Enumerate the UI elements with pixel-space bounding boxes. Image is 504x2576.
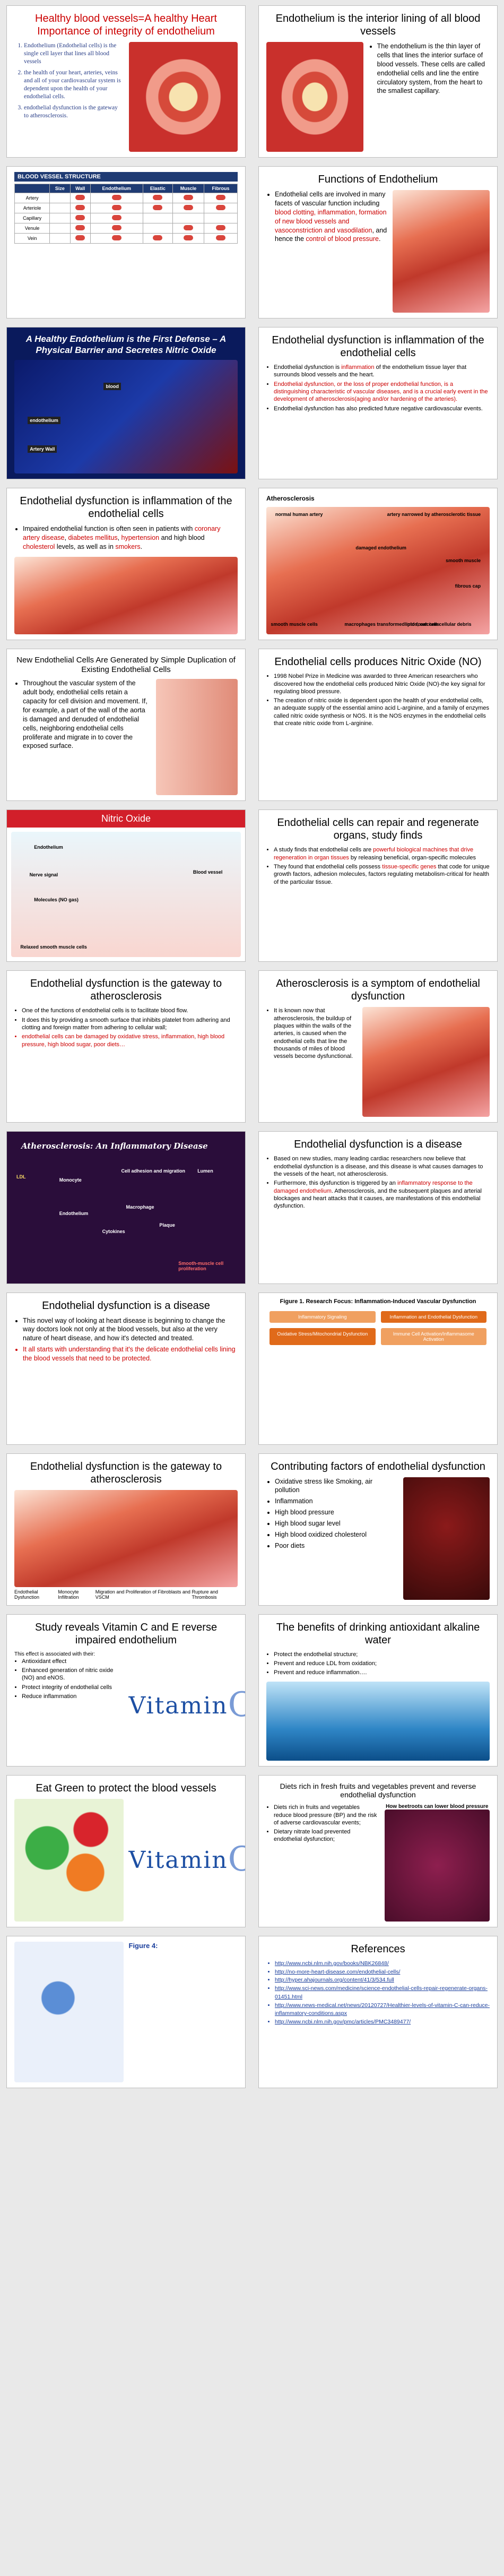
slide-title: Endothelial dysfunction is inflammation … — [20, 495, 232, 520]
inflammatory-disease-diagram: Atherosclerosis: An Inflammatory Disease… — [7, 1132, 245, 1283]
slide-13: Endothelial dysfunction is the gateway t… — [6, 970, 246, 1123]
slide-title: Endothelial cells can repair and regener… — [277, 817, 479, 842]
slide-1: Healthy blood vessels=A healthy Heart Im… — [6, 5, 246, 158]
slide-10: Endothelial cells produces Nitric Oxide … — [258, 649, 498, 802]
slide-title: Diets rich in fresh fruits and vegetable… — [280, 1781, 476, 1799]
slide-17: Endothelial dysfunction is a disease Thi… — [6, 1292, 246, 1445]
reference-link[interactable]: http://no-more-heart-disease.com/endothe… — [275, 1968, 490, 1977]
slide-23: Eat Green to protect the blood vessels V… — [6, 1774, 246, 1927]
slide-8: Atherosclerosis normal human artery arte… — [258, 488, 498, 641]
slide-26: References http://www.ncbi.nlm.nih.gov/b… — [258, 1935, 498, 2088]
endothelial-cells-image — [155, 679, 238, 796]
slide-title: Endothelial dysfunction is the gateway t… — [30, 978, 222, 1003]
lungs-smoking-image — [403, 1477, 490, 1600]
slide-24: Diets rich in fresh fruits and vegetable… — [258, 1774, 498, 1927]
endothelium-diagram — [393, 190, 490, 313]
research-focus-diagram: Inflammatory Signaling Inflammation and … — [266, 1308, 490, 1348]
slide-6: Endothelial dysfunction is inflammation … — [258, 327, 498, 480]
reference-link[interactable]: http://hyper.ahajournals.org/content/41/… — [275, 1976, 490, 1985]
slide-19: Endothelial dysfunction is the gateway t… — [6, 1453, 246, 1606]
slide-title: Endothelium is the interior lining of al… — [275, 13, 481, 37]
figure-title: Figure 1. Research Focus: Inflammation-I… — [280, 1298, 476, 1305]
slide-22: The benefits of drinking antioxidant alk… — [258, 1614, 498, 1767]
pathway-diagram — [14, 1941, 124, 2082]
slide-21: Study reveals Vitamin C and E reverse im… — [6, 1614, 246, 1767]
slide-title: Atherosclerosis is a symptom of endothel… — [276, 978, 480, 1003]
slide-18: Figure 1. Research Focus: Inflammation-I… — [258, 1292, 498, 1445]
endothelium-barrier-illustration: blood endothelium Artery Wall — [14, 359, 238, 474]
water-splash-image — [266, 1681, 490, 1761]
slide-11: Nitric Oxide Endothelium Nerve signal Mo… — [6, 809, 246, 962]
slide-4: Functions of Endothelium Endothelial cel… — [258, 166, 498, 319]
slide-title: Endothelial dysfunction is the gateway t… — [30, 1460, 222, 1485]
slide-title: Eat Green to protect the blood vessels — [36, 1782, 216, 1794]
slide-14: Atherosclerosis is a symptom of endothel… — [258, 970, 498, 1123]
numbered-list: Endothelium (Endothelial cells) is the s… — [14, 42, 124, 119]
reference-list: http://www.ncbi.nlm.nih.gov/books/NBK268… — [266, 1960, 490, 2027]
plaque-artery-image — [362, 1007, 490, 1117]
table-heading: BLOOD VESSEL STRUCTURE — [14, 172, 238, 182]
slide-title: Endothelial dysfunction is a disease — [42, 1299, 210, 1312]
atherosclerosis-progression-diagram — [14, 1489, 238, 1587]
slide-title: Contributing factors of endothelial dysf… — [271, 1460, 485, 1472]
damaged-vessel-image — [14, 556, 238, 635]
slide-7: Endothelial dysfunction is inflammation … — [6, 488, 246, 641]
vegetables-image — [14, 1798, 124, 1922]
reference-link[interactable]: http://www.news-medical.net/news/2012072… — [275, 2002, 490, 2019]
slide-title: References — [351, 1943, 405, 1955]
reference-link[interactable]: http://www.ncbi.nlm.nih.gov/books/NBK268… — [275, 1960, 490, 1968]
slide-title: Study reveals Vitamin C and E reverse im… — [34, 1621, 218, 1646]
slide-25: Figure 4: — [6, 1935, 246, 2088]
slide-20: Contributing factors of endothelial dysf… — [258, 1453, 498, 1606]
slide-12: Endothelial cells can repair and regener… — [258, 809, 498, 962]
slide-title: New Endothelial Cells Are Generated by S… — [16, 656, 236, 675]
heart-illustration — [128, 42, 238, 152]
vessel-cross-section-image — [266, 42, 363, 152]
slide-title: A Healthy Endothelium is the First Defen… — [25, 334, 227, 355]
slide-5: A Healthy Endothelium is the First Defen… — [6, 327, 246, 480]
beetroot-image — [384, 1810, 490, 1922]
slide-title: Functions of Endothelium — [318, 174, 438, 186]
slide-2: Endothelium is the interior lining of al… — [258, 5, 498, 158]
slide-title: Healthy blood vessels=A healthy Heart Im… — [35, 13, 217, 37]
slide-16: Endothelial dysfunction is a disease Bas… — [258, 1131, 498, 1284]
reference-link[interactable]: http://www.ncbi.nlm.nih.gov/pmc/articles… — [275, 2018, 490, 2027]
slide-title: Endothelial dysfunction is inflammation … — [272, 334, 484, 359]
slide-title: Endothelial cells produces Nitric Oxide … — [274, 656, 482, 668]
nitric-oxide-diagram: Endothelium Nerve signal Molecules (NO g… — [11, 832, 241, 958]
slide-15: Atherosclerosis: An Inflammatory Disease… — [6, 1131, 246, 1284]
slide-title: Endothelial dysfunction is a disease — [294, 1139, 462, 1151]
slide-9: New Endothelial Cells Are Generated by S… — [6, 649, 246, 802]
atherosclerosis-diagram: normal human artery artery narrowed by a… — [266, 506, 490, 635]
reference-link[interactable]: http://www.sci-news.com/medicine/science… — [275, 1985, 490, 2002]
slide-title: The benefits of drinking antioxidant alk… — [276, 1621, 480, 1646]
slide-title: Nitric Oxide — [7, 810, 245, 828]
slide-title: Atherosclerosis — [266, 495, 315, 503]
